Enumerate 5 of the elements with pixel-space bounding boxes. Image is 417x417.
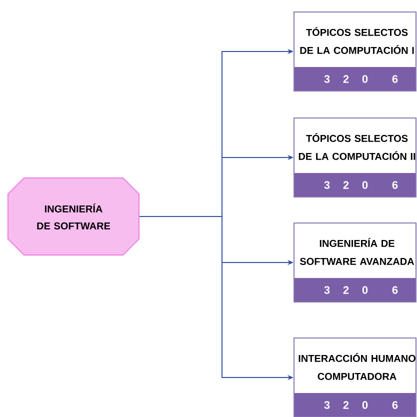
course-box: TÓPICOS SELECTOS DE LA COMPUTACIÓN I 3 2 0 6: [294, 12, 416, 92]
course-box: INTERACCIÓN HUMANO COMPUTADORA 3 2 0 6: [294, 338, 416, 417]
course-box: TÓPICOS SELECTOS DE LA COMPUTACIÓN II 3 2 0 6: [294, 118, 416, 198]
rounded-box: INGENIERÍA DE SOFTWARE: [7, 177, 140, 256]
course-box: INGENIERÍA DE SOFTWARE AVANZADA 3 2 0 6: [294, 222, 416, 302]
